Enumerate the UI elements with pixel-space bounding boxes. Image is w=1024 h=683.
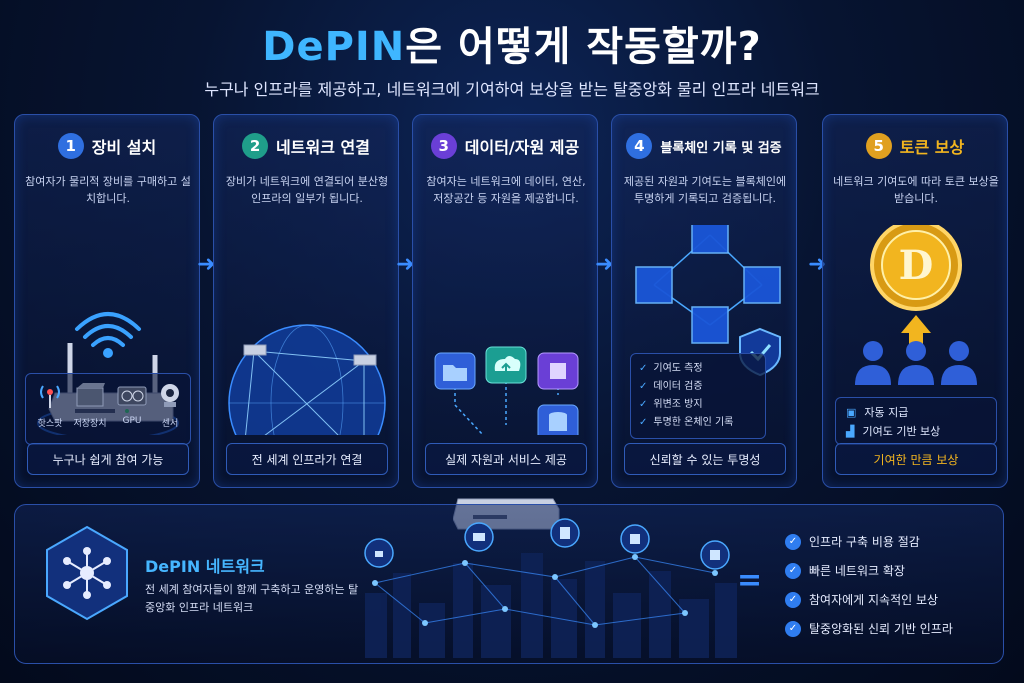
step-3-number: 3 [430, 133, 457, 159]
bar-chart-icon: ▟ [846, 425, 855, 438]
cloud-upload-icon [485, 346, 527, 384]
step-4-desc: 제공된 자원과 기여도는 블록체인에 투명하게 기록되고 검증됩니다. [623, 175, 787, 205]
benefit-item: ✓빠른 네트워크 확장 [785, 556, 995, 585]
benefits-list: ✓인프라 구축 비용 절감 ✓빠른 네트워크 확장 ✓참여자에게 지속적인 보상… [785, 527, 995, 643]
benefit-item: ✓탈중앙화된 신뢰 기반 인프라 [785, 614, 995, 643]
folder-icon [434, 352, 476, 390]
reward-feature: ▣자동 지급 [846, 406, 909, 419]
step-2-footer: 전 세계 인프라가 연결 [226, 443, 388, 475]
step-card-2: 2 네트워크 연결 장비가 네트워크에 연결되어 분산형 인프라의 일부가 됩니… [213, 114, 399, 488]
device-sensor: 센서 [150, 382, 190, 429]
check-icon: ✓ [785, 620, 801, 637]
check-icon: ✓ [785, 562, 801, 579]
device-storage: 저장장치 [70, 382, 110, 429]
step-2-desc: 장비가 네트워크에 연결되어 분산형 인프라의 일부가 됩니다. [225, 175, 389, 205]
step-5-desc: 네트워크 기여도에 따라 토큰 보상을 받습니다. [833, 175, 999, 205]
antenna-icon [40, 385, 60, 408]
step-card-5: 5 토큰 보상 네트워크 기여도에 따라 토큰 보상을 받습니다. D ▣자동 … [822, 114, 1008, 488]
depin-network-panel: DePIN 네트워크 전 세계 참여자들이 함께 구축하고 운영하는 탈중앙화 … [14, 504, 1004, 664]
step-4-footer: 신뢰할 수 있는 투명성 [624, 443, 786, 475]
page-subtitle: 누구나 인프라를 제공하고, 네트워크에 기여하여 보상을 받는 탈중앙화 물리… [204, 80, 820, 99]
title-rest: 은 어떻게 작동할까? [405, 24, 762, 70]
arrow-right-icon: ➜ [595, 252, 614, 277]
step-4-number: 4 [626, 133, 653, 159]
equals-sign: = [737, 563, 763, 598]
network-hub-icon [46, 525, 128, 621]
step-card-4: 4 블록체인 기록 및 검증 제공된 자원과 기여도는 블록체인에 투명하게 기… [611, 114, 797, 488]
globe-network-illustration [228, 324, 386, 435]
step-2-title: 네트워크 연결 [276, 138, 370, 157]
coin-letter: D [899, 242, 934, 289]
device-gpu: GPU [112, 382, 152, 426]
step-5-header: 5 토큰 보상 [823, 133, 1007, 159]
step-4-header: 4 블록체인 기록 및 검증 [612, 133, 796, 159]
device-hotspot: 핫스팟 [30, 382, 70, 429]
step-3-footer: 실제 자원과 서비스 제공 [425, 443, 587, 475]
step-card-3: 3 데이터/자원 제공 참여자는 네트워크에 데이터, 연산, 저장공간 등 자… [412, 114, 598, 530]
verification-item: ✓기여도 측정 [639, 363, 703, 374]
step-2-header: 2 네트워크 연결 [214, 133, 398, 159]
arrow-right-icon: ➜ [808, 252, 827, 277]
step-5-title: 토큰 보상 [899, 138, 965, 157]
page-title: DePIN은 어떻게 작동할까? [0, 14, 1024, 72]
gpu-icon [117, 386, 147, 406]
check-icon: ✓ [785, 533, 801, 550]
step-4-title: 블록체인 기록 및 검증 [660, 140, 782, 156]
benefit-item: ✓참여자에게 지속적인 보상 [785, 585, 995, 614]
arrow-right-icon: ➜ [396, 252, 415, 277]
wallet-icon: ▣ [846, 406, 857, 419]
database-icon [537, 404, 579, 435]
title-accent: DePIN [262, 24, 406, 70]
chip-icon [537, 352, 579, 390]
verification-item: ✓데이터 검증 [639, 381, 703, 392]
network-desc: 전 세계 참여자들이 함께 구축하고 운영하는 탈중앙화 인프라 네트워크 [145, 583, 359, 614]
step-1-number: 1 [57, 133, 84, 159]
verification-item: ✓투명한 온체인 기록 [639, 417, 734, 428]
benefit-item: ✓인프라 구축 비용 절감 [785, 527, 995, 556]
step-1-footer: 누구나 쉽게 참여 가능 [27, 443, 189, 475]
block-icon [743, 266, 781, 304]
storage-icon [76, 383, 105, 407]
verification-list: ✓기여도 측정 ✓데이터 검증 ✓위변조 방지 ✓투명한 온체인 기록 [630, 353, 766, 439]
check-icon: ✓ [785, 591, 801, 608]
step-3-title: 데이터/자원 제공 [464, 138, 580, 157]
wifi-icon [75, 312, 141, 358]
step-3-desc: 참여자는 네트워크에 데이터, 연산, 저장공간 등 자원을 제공합니다. [426, 175, 586, 205]
users-icon [855, 341, 977, 385]
block-icon [691, 306, 729, 344]
step-1-title: 장비 설치 [91, 138, 157, 157]
verification-item: ✓위변조 방지 [639, 399, 703, 410]
block-icon [635, 266, 673, 304]
reward-feature: ▟기여도 기반 보상 [846, 425, 941, 438]
step-1-desc: 참여자가 물리적 장비를 구매하고 설치합니다. [25, 175, 191, 205]
arrow-right-icon: ➜ [197, 252, 216, 277]
block-icon [691, 225, 729, 254]
network-title: DePIN 네트워크 [145, 557, 265, 576]
token-reward-illustration: D [855, 225, 977, 385]
resources-illustration [434, 346, 579, 435]
step-1-header: 1 장비 설치 [15, 133, 199, 159]
device-types: 핫스팟 저장장치 GPU 센서 [25, 373, 191, 445]
step-5-footer: 기여한 만큼 보상 [835, 443, 997, 475]
city-network-illustration [364, 518, 737, 658]
step-2-number: 2 [242, 133, 269, 159]
step-card-1: 1 장비 설치 참여자가 물리적 장비를 구매하고 설치합니다. 핫스팟 저장장… [14, 114, 200, 488]
camera-icon [161, 384, 179, 407]
reward-features: ▣자동 지급 ▟기여도 기반 보상 [835, 397, 997, 445]
step-5-number: 5 [865, 133, 892, 159]
step-3-header: 3 데이터/자원 제공 [413, 133, 597, 159]
